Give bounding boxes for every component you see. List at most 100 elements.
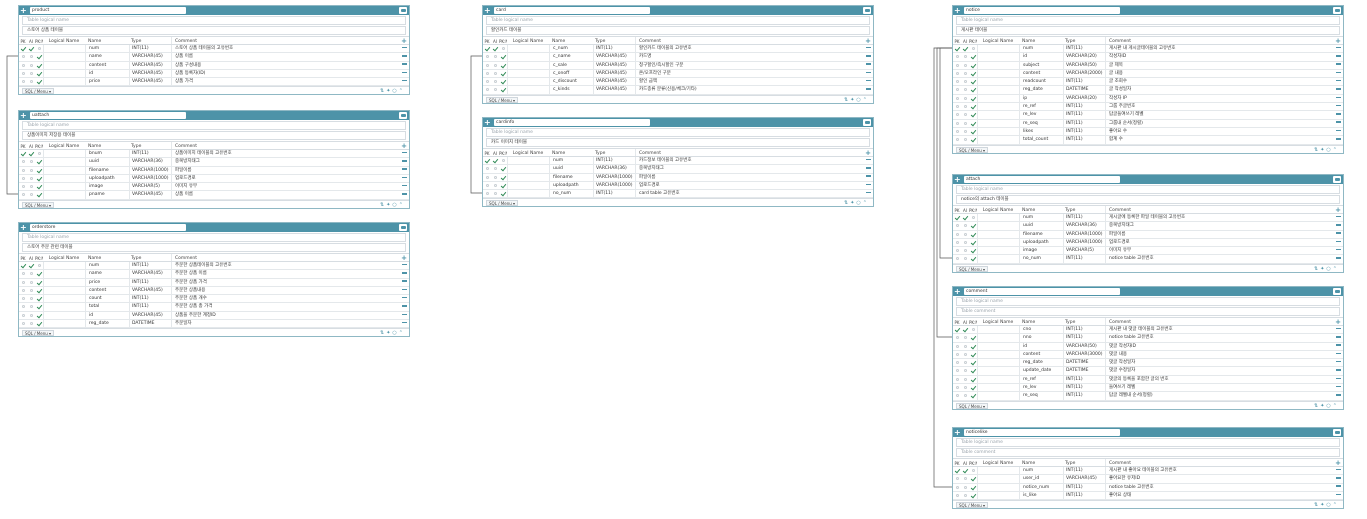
add-column-icon[interactable]: + <box>1335 318 1341 325</box>
table-logical-name-field[interactable]: Table logical name <box>22 16 406 25</box>
camera-icon[interactable] <box>399 224 407 231</box>
ai-cell[interactable] <box>491 78 499 85</box>
column-comment[interactable]: 작성자 IP <box>1105 94 1333 103</box>
remove-column-button[interactable] <box>863 53 873 60</box>
column-name[interactable]: num <box>549 157 593 165</box>
ai-cell[interactable] <box>961 255 969 262</box>
logical-name-cell[interactable] <box>977 53 1019 61</box>
column-comment[interactable]: 상품 등록자(ID) <box>171 69 399 78</box>
pk-cell[interactable] <box>953 78 961 85</box>
column-comment[interactable]: 게시판 내 좋아요 테이블의 고유번호 <box>1105 467 1333 475</box>
logical-name-cell[interactable] <box>977 375 1019 384</box>
null-cell[interactable] <box>969 53 977 60</box>
remove-column-button[interactable] <box>399 175 409 182</box>
ai-cell[interactable] <box>961 70 969 77</box>
column-type[interactable]: INT(11) <box>593 190 635 198</box>
column-comment[interactable]: 카드명 <box>635 53 863 61</box>
column-comment[interactable]: 글 조회수 <box>1105 78 1333 86</box>
sort-icon[interactable]: ⇅ <box>1314 402 1321 409</box>
pk-cell[interactable] <box>953 86 961 93</box>
remove-column-button[interactable] <box>863 62 873 69</box>
column-name[interactable]: uploadpath <box>85 174 129 183</box>
column-comment[interactable]: 주문한 상품 가격 <box>171 278 399 286</box>
column-type[interactable]: INT(11) <box>1063 136 1105 144</box>
sort-icon[interactable]: ⇅ <box>380 330 387 337</box>
add-icon[interactable]: + <box>20 111 27 120</box>
pk-cell[interactable] <box>483 190 491 197</box>
view-icon[interactable]: ○ <box>1326 502 1333 509</box>
ai-cell[interactable] <box>27 270 35 277</box>
column-name[interactable]: c_name <box>549 53 593 61</box>
null-cell[interactable] <box>969 467 977 474</box>
ai-cell[interactable] <box>491 62 499 69</box>
column-type[interactable]: VARCHAR(1000) <box>1063 230 1105 238</box>
ai-cell[interactable] <box>27 167 35 174</box>
column-name[interactable]: content <box>85 61 129 69</box>
null-cell[interactable] <box>969 239 977 246</box>
column-type[interactable]: VARCHAR(1000) <box>129 174 171 183</box>
remove-column-button[interactable] <box>399 62 409 69</box>
null-cell[interactable] <box>35 262 43 269</box>
column-name[interactable]: id <box>1019 53 1063 61</box>
table-name-input[interactable]: card <box>494 7 650 14</box>
sql-menu-button[interactable]: SQL / Menu ▾ <box>956 265 989 272</box>
column-name[interactable]: num <box>85 45 129 53</box>
logical-name-cell[interactable] <box>43 191 85 199</box>
null-cell[interactable] <box>969 392 977 399</box>
remove-column-button[interactable] <box>1333 392 1343 399</box>
column-type[interactable]: INT(11) <box>1063 326 1105 334</box>
column-type[interactable]: VARCHAR(45) <box>129 270 171 278</box>
column-comment[interactable]: 좋아요한 유저ID <box>1105 475 1333 483</box>
collapse-icon[interactable]: ⌃ <box>1332 146 1339 153</box>
remove-column-button[interactable] <box>1333 255 1343 262</box>
ai-cell[interactable] <box>961 351 969 358</box>
column-comment[interactable]: 댓글 수정일자 <box>1105 367 1333 375</box>
null-cell[interactable] <box>969 136 977 143</box>
settings-icon[interactable]: ✦ <box>386 88 393 95</box>
ai-cell[interactable] <box>27 312 35 319</box>
logical-name-cell[interactable] <box>977 247 1019 255</box>
sql-menu-button[interactable]: SQL / Menu ▾ <box>956 402 989 409</box>
column-type[interactable]: DATETIME <box>1063 86 1105 94</box>
pk-cell[interactable] <box>19 270 27 277</box>
ai-cell[interactable] <box>27 295 35 302</box>
logical-name-cell[interactable] <box>977 69 1019 78</box>
column-type[interactable]: VARCHAR(20) <box>1063 94 1105 103</box>
column-comment[interactable]: notice table 고유번호 <box>1105 483 1333 491</box>
column-name[interactable]: filename <box>549 173 593 181</box>
camera-icon[interactable] <box>1333 429 1341 436</box>
null-cell[interactable] <box>969 255 977 262</box>
pk-cell[interactable] <box>483 165 491 172</box>
column-type[interactable]: INT(11) <box>593 45 635 53</box>
sort-icon[interactable]: ⇅ <box>1314 265 1321 272</box>
column-comment[interactable]: 업로드경로 <box>1105 238 1333 247</box>
logical-name-cell[interactable] <box>977 111 1019 119</box>
settings-icon[interactable]: ✦ <box>850 200 857 207</box>
add-column-icon[interactable]: + <box>401 37 407 44</box>
column-type[interactable]: VARCHAR(36) <box>129 158 171 166</box>
remove-column-button[interactable] <box>1333 351 1343 358</box>
remove-column-button[interactable] <box>863 157 873 164</box>
null-cell[interactable] <box>35 150 43 157</box>
sql-menu-button[interactable]: SQL / Menu ▾ <box>486 96 519 103</box>
ai-cell[interactable] <box>961 359 969 366</box>
column-comment[interactable]: 이미지 유무 <box>171 183 399 191</box>
add-column-icon[interactable]: + <box>865 149 871 156</box>
remove-column-button[interactable] <box>1333 475 1343 482</box>
column-name[interactable]: re_lev <box>1019 111 1063 119</box>
view-icon[interactable]: ○ <box>1326 402 1333 409</box>
remove-column-button[interactable] <box>399 45 409 52</box>
remove-column-button[interactable] <box>1333 376 1343 383</box>
column-comment[interactable]: 청구할인/즉시할인 구분 <box>635 61 863 69</box>
